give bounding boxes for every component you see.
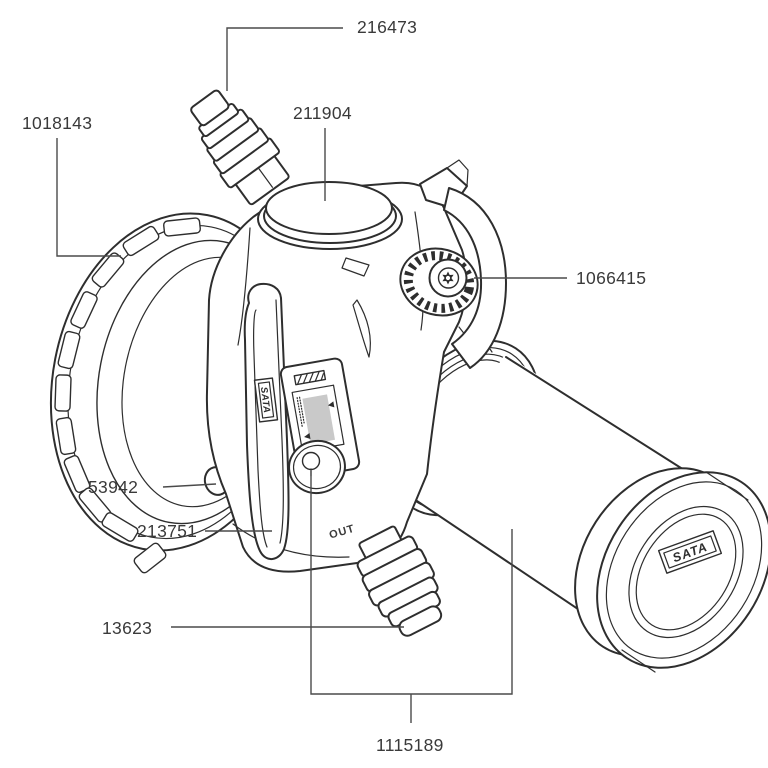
cap-bottom-lug <box>133 542 167 574</box>
belt-clip: SATA <box>243 282 290 560</box>
vent-swoosh <box>352 299 371 358</box>
part-number-1018143: 1018143 <box>22 113 92 133</box>
gauge-button <box>288 439 346 495</box>
label-plate <box>279 357 361 495</box>
part-number-13623: 13623 <box>102 618 152 638</box>
clip-sata-logo: SATA <box>258 386 272 414</box>
part-number-216473: 216473 <box>357 17 417 37</box>
leader-1115189 <box>310 471 513 723</box>
part-number-213751: 213751 <box>137 521 197 541</box>
dome-button <box>257 181 403 250</box>
leader-1018143 <box>56 138 121 257</box>
leader-53942 <box>162 483 217 488</box>
part-number-53942: 53942 <box>88 477 138 497</box>
outlet-connector <box>356 525 443 637</box>
sticker <box>302 394 336 445</box>
vent-slot <box>341 257 370 277</box>
leader-216473 <box>226 27 343 91</box>
lever-arm <box>443 187 507 369</box>
end-cap-logo-plate: SATA <box>657 530 723 574</box>
leader-lines <box>56 27 567 723</box>
part-number-labels: 216473 1018143 211904 1066415 53942 2137… <box>22 17 646 755</box>
adjustment-knob-assembly <box>399 159 507 369</box>
part-number-1115189: 1115189 <box>376 735 444 755</box>
clip-logo-plate: SATA <box>253 377 279 423</box>
sticker-arrow <box>327 401 335 408</box>
end-cap: SATA <box>574 467 768 673</box>
cap-rib-slots <box>54 217 201 542</box>
part-number-1066415: 1066415 <box>576 268 646 288</box>
part-number-211904: 211904 <box>293 103 352 123</box>
top-hose-connector <box>190 89 290 206</box>
